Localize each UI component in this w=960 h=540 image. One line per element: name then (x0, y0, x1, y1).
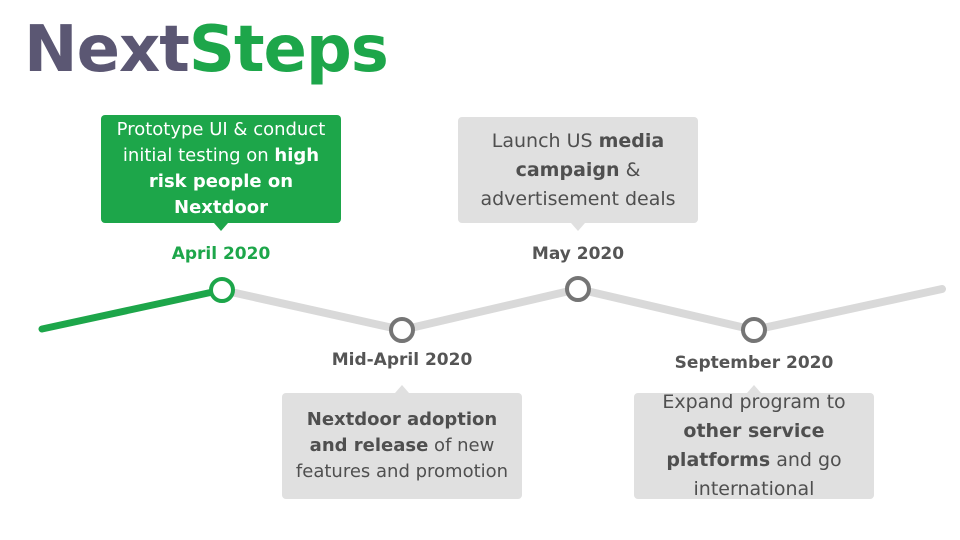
timeline-node-mid-april (389, 317, 415, 343)
timeline-node-september (741, 317, 767, 343)
milestone-may-callout: Launch US media campaign & advertisement… (458, 117, 698, 231)
milestone-text-segment: Prototype UI & conduct initial testing o… (116, 119, 326, 166)
milestone-april-date: April 2020 (171, 244, 271, 264)
timeline-node-april (209, 277, 235, 303)
milestone-april-text: Prototype UI & conduct initial testing o… (109, 117, 333, 221)
milestone-may-text: Launch US media campaign & advertisement… (466, 127, 690, 214)
milestone-september-callout: Expand program to other service platform… (634, 385, 874, 500)
milestone-april-callout: Prototype UI & conduct initial testing o… (101, 115, 341, 231)
logo-word-steps: Steps (188, 13, 389, 87)
callout-pointer (395, 385, 409, 393)
callout-pointer (747, 385, 761, 393)
milestone-text-bold: Nextdoor adoption and release (306, 409, 498, 456)
milestone-text-segment: & advertisement deals (480, 158, 676, 210)
milestone-text-bold: high risk people on Nextdoor (148, 145, 320, 218)
timeline-line-progress (38, 286, 226, 333)
timeline-node-may (565, 276, 591, 302)
milestone-text-bold: other service platforms (666, 420, 825, 471)
milestone-text-bold: media campaign (515, 129, 665, 181)
milestone-mid-april-text: Nextdoor adoption and release of new fea… (290, 407, 514, 485)
callout-pointer (571, 223, 585, 231)
milestone-september-text: Expand program to other service platform… (642, 388, 866, 504)
milestone-text-segment: Launch US (491, 129, 599, 152)
milestone-september-date: September 2020 (674, 353, 834, 373)
milestone-text-segment: Expand program to (662, 391, 846, 413)
milestone-mid-april-date: Mid-April 2020 (331, 350, 473, 370)
logo-word-next: Next (24, 13, 190, 87)
callout-pointer (214, 223, 228, 231)
milestone-text-segment: and go international (693, 449, 842, 500)
nextsteps-logo: NextSteps (24, 18, 389, 82)
milestone-text-segment: of new features and promotion (295, 435, 509, 482)
milestone-mid-april-callout: Nextdoor adoption and release of new fea… (282, 385, 522, 499)
milestone-may-date: May 2020 (531, 244, 625, 264)
